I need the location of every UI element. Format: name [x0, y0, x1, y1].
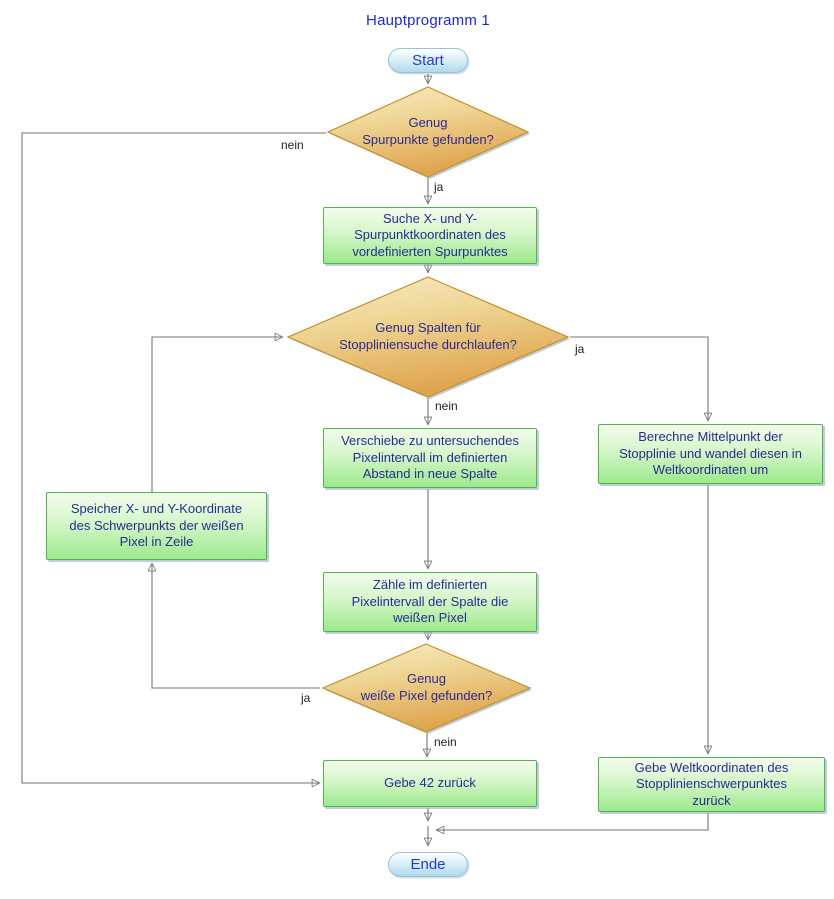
- decision-spalten-label: Genug Spalten für Stoppliniensuche durch…: [339, 320, 517, 352]
- start-node-label: Start: [412, 52, 444, 69]
- diamond-shape: [321, 643, 532, 734]
- diamond-shape: [286, 276, 570, 399]
- suche-spurpunkt-node: Suche X- und Y- Spurpunktkoordinaten des…: [323, 207, 537, 264]
- page-title: Hauptprogramm 1: [366, 12, 490, 29]
- verschiebe-label: Verschiebe zu untersuchendes Pixelinterv…: [341, 433, 519, 482]
- edge-label-d2-ja: ja: [575, 342, 585, 356]
- edge-d3-ja-to-speicher: [152, 564, 320, 689]
- decision-spalten-node: Genug Spalten für Stoppliniensuche durch…: [286, 276, 570, 399]
- edge-gebeweltkoordinaten-to-junction: [437, 813, 709, 830]
- speicher-koordinate-node: Speicher X- und Y-Koordinate des Schwerp…: [46, 492, 267, 560]
- ende-node-label: Ende: [410, 856, 446, 873]
- berechne-mittelpunkt-node: Berechne Mittelpunkt der Stopplinie und …: [598, 424, 823, 484]
- gebe-42-node: Gebe 42 zurück: [323, 760, 537, 807]
- edge-label-d3-ja: ja: [301, 691, 311, 705]
- edge-speicher-to-d2: [151, 337, 282, 492]
- edge-label-d2-nein: nein: [435, 399, 458, 413]
- edge-label-d1-ja: ja: [434, 180, 444, 194]
- decision-spurpunkte-node: Genug Spurpunkte gefunden?: [326, 86, 530, 179]
- verschiebe-node: Verschiebe zu untersuchendes Pixelinterv…: [323, 428, 537, 488]
- ende-node: Ende: [388, 852, 468, 877]
- berechne-mittelpunkt-label: Berechne Mittelpunkt der Stopplinie und …: [619, 429, 802, 478]
- suche-spurpunkt-label: Suche X- und Y- Spurpunktkoordinaten des…: [352, 210, 508, 259]
- gebe-weltkoordinaten-node: Gebe Weltkoordinaten des Stopplinienschw…: [598, 757, 825, 812]
- edge-d1-nein-to-gebe42: [21, 132, 326, 783]
- edge-label-d1-nein: nein: [281, 138, 304, 152]
- decision-weisse-pixel-node: Genug weiße Pixel gefunden?: [321, 643, 532, 734]
- gebe-weltkoordinaten-label: Gebe Weltkoordinaten des Stopplinienschw…: [634, 759, 789, 808]
- decision-spurpunkte-label: Genug Spurpunkte gefunden?: [362, 115, 494, 147]
- zaehle-pixel-label: Zähle im definierten Pixelintervall der …: [351, 577, 509, 626]
- edge-label-d3-nein: nein: [434, 735, 457, 749]
- speicher-koordinate-label: Speicher X- und Y-Koordinate des Schwerp…: [69, 501, 244, 550]
- decision-weisse-pixel-label: Genug weiße Pixel gefunden?: [360, 671, 493, 703]
- diamond-shape: [326, 86, 530, 179]
- start-node: Start: [388, 48, 468, 73]
- zaehle-pixel-node: Zähle im definierten Pixelintervall der …: [323, 572, 537, 632]
- edge-d2-ja-to-berechne: [570, 336, 708, 420]
- gebe-42-label: Gebe 42 zurück: [384, 775, 476, 791]
